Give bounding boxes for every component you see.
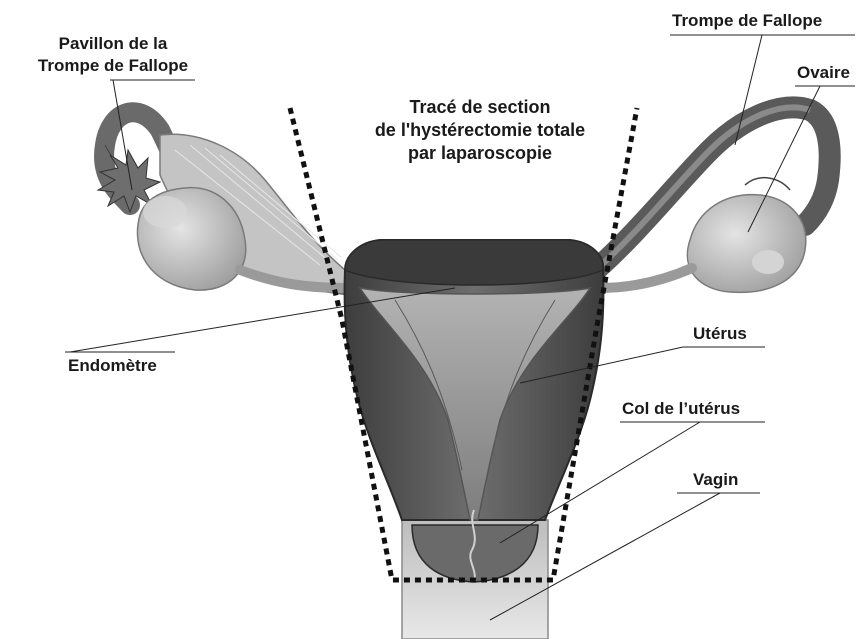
section-title-line-3: par laparoscopie [340, 142, 620, 165]
right-ovary [687, 178, 805, 293]
label-pavillon-line-1: Pavillon de la [18, 33, 208, 55]
right-ovarian-ligament [600, 268, 692, 288]
label-uterus: Utérus [693, 323, 747, 345]
label-trompe: Trompe de Fallope [672, 10, 822, 32]
label-pavillon-line-2: Trompe de Fallope [18, 55, 208, 77]
section-title: Tracé de section de l'hystérectomie tota… [340, 96, 620, 165]
section-title-line-2: de l'hystérectomie totale [340, 119, 620, 142]
section-title-line-1: Tracé de section [340, 96, 620, 119]
label-pavillon: Pavillon de la Trompe de Fallope [18, 33, 208, 77]
label-col-uterus: Col de l’utérus [622, 398, 740, 420]
label-vagin: Vagin [693, 469, 738, 491]
label-ovaire: Ovaire [797, 62, 850, 84]
label-endometre: Endomètre [68, 355, 157, 377]
